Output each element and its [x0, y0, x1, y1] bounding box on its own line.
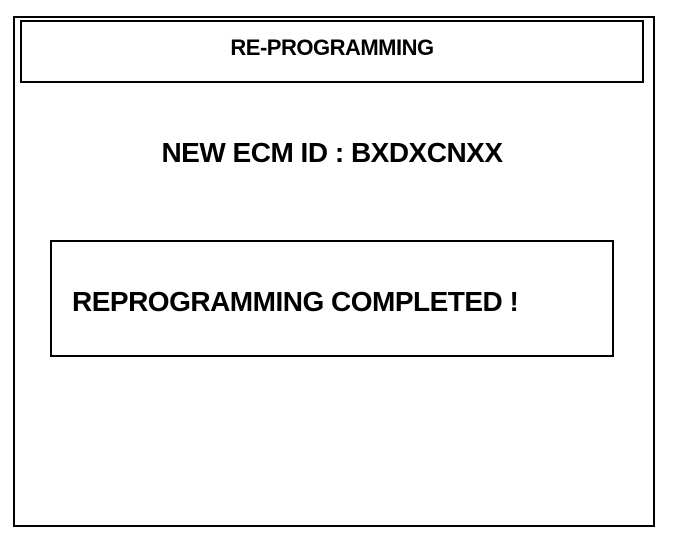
status-message-box: REPROGRAMMING COMPLETED ! [50, 240, 614, 357]
title-bar: RE-PROGRAMMING [20, 20, 644, 83]
screen-title: RE-PROGRAMMING [230, 35, 434, 60]
screen-frame [13, 16, 655, 527]
status-message: REPROGRAMMING COMPLETED ! [72, 286, 519, 317]
new-ecm-id-label: NEW ECM ID : BXDXCNXX [161, 137, 503, 168]
